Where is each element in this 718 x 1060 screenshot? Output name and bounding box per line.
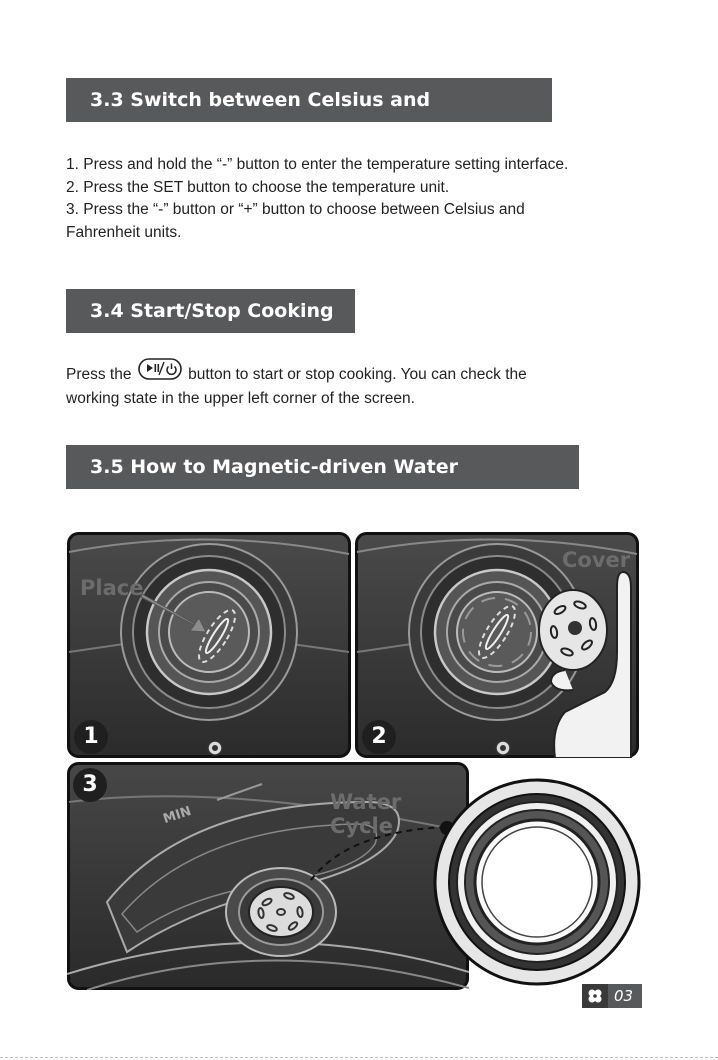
section-title: 3.5 How to Magnetic-driven Water Circula… bbox=[90, 456, 458, 522]
page-number: 03 bbox=[614, 987, 634, 1005]
figure-step-1: 1 Place bbox=[67, 532, 351, 758]
text-after: button to start or stop cooking. You can… bbox=[183, 365, 527, 383]
figure-step-3: 3 Water Cycle MIN bbox=[67, 762, 469, 990]
celsius-fahrenheit-instructions: 1. Press and hold the “-” button to ente… bbox=[66, 154, 656, 244]
instruction-line: working state in the upper left corner o… bbox=[66, 389, 415, 407]
section-header-3-3: 3.3 Switch between Celsius and Fahrenhei… bbox=[66, 78, 552, 155]
zoom-detail-circle bbox=[432, 777, 642, 987]
section-header-3-5: 3.5 How to Magnetic-driven Water Circula… bbox=[66, 445, 579, 522]
instruction-line: 3. Press the “-” button or “+” button to… bbox=[66, 201, 525, 218]
instruction-line: Fahrenheit units. bbox=[66, 223, 182, 241]
instruction-line: 2. Press the SET button to choose the te… bbox=[66, 178, 450, 196]
instruction-line: 1. Press and hold the “-” button to ente… bbox=[66, 156, 569, 173]
instruction-line: Press the button to start or stop cookin… bbox=[66, 358, 656, 388]
start-stop-instructions: Press the button to start or stop cookin… bbox=[66, 358, 656, 410]
section-title: 3.3 Switch between Celsius and Fahrenhei… bbox=[90, 89, 431, 155]
page-number-badge: 03 bbox=[582, 984, 642, 1008]
section-title: 3.4 Start/Stop Cooking bbox=[90, 300, 334, 322]
text-before: Press the bbox=[66, 365, 132, 383]
figure-step-2: 2 Cover bbox=[355, 532, 639, 758]
play-pause-power-icon bbox=[137, 358, 182, 388]
step-number-badge: 2 bbox=[362, 720, 396, 754]
page-bottom-rule bbox=[0, 1057, 718, 1058]
place-label: Place bbox=[80, 576, 144, 600]
water-cycle-label: Water Cycle bbox=[330, 790, 402, 838]
step-number-badge: 1 bbox=[74, 720, 108, 754]
step-number-badge: 3 bbox=[73, 768, 107, 802]
cover-label: Cover bbox=[562, 548, 631, 572]
section-header-3-4: 3.4 Start/Stop Cooking bbox=[66, 289, 355, 333]
four-leaf-logo-icon bbox=[582, 984, 608, 1008]
